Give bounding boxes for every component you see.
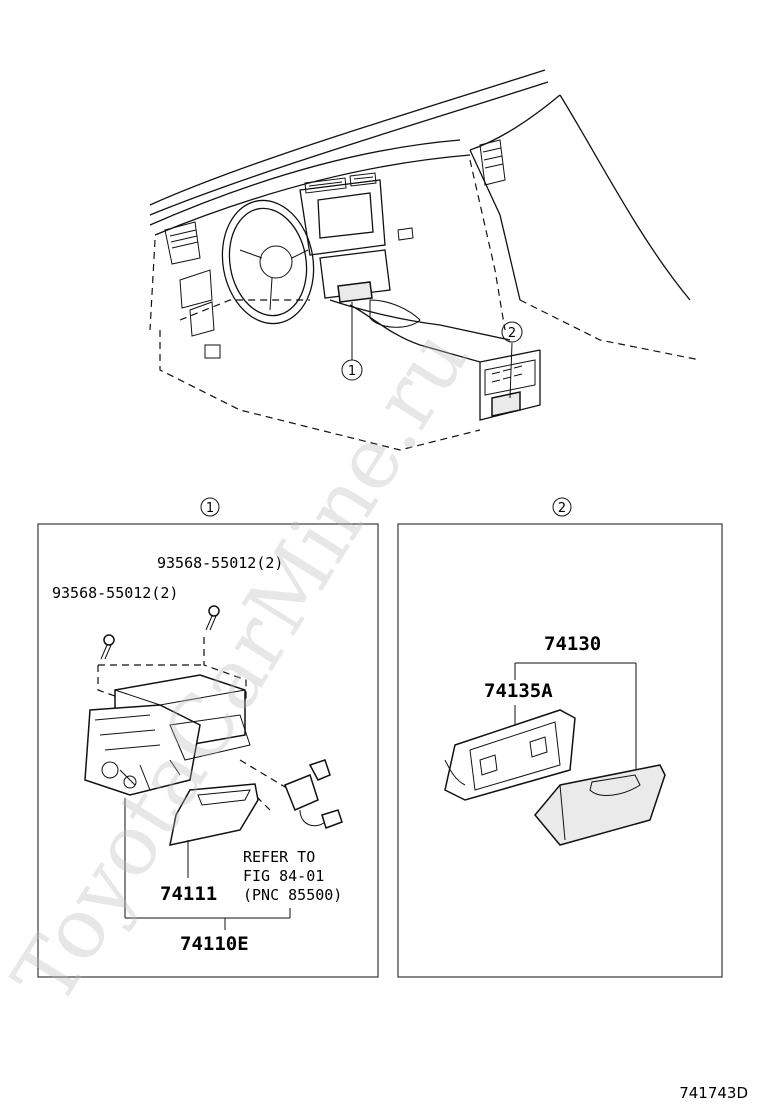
- box-assembly-74110e: [84, 674, 251, 796]
- refer-line-2: FIG 84-01: [243, 867, 324, 885]
- part-74110e-label: 74110E: [180, 933, 249, 955]
- panel-1-header: 1: [206, 501, 214, 516]
- panel-1: 1 93568-55012(2) 93568-55012(2): [37, 497, 379, 978]
- panel-2: 2 74130 74135A: [397, 497, 723, 978]
- panel-2-frame: [397, 523, 723, 978]
- dashboard-overview-illustration: 1 2: [149, 69, 701, 451]
- part-74135a-label: 74135A: [484, 680, 553, 702]
- switch-connector: [284, 759, 343, 829]
- overview-callout-1: 1: [348, 364, 356, 379]
- bolt-icon: [100, 605, 220, 660]
- diagram-code: 741743D: [679, 1084, 748, 1102]
- bezel-74135a: [444, 709, 576, 801]
- overview-callout-2: 2: [508, 326, 516, 341]
- tray-74130: [534, 764, 666, 846]
- bolt-left-label: 93568-55012(2): [52, 584, 178, 602]
- panel-2-header: 2: [558, 501, 566, 516]
- bolt-right-label: 93568-55012(2): [157, 554, 283, 572]
- refer-line-1: REFER TO: [243, 848, 315, 866]
- pocket-74111: [169, 783, 259, 846]
- part-74130-label: 74130: [544, 633, 601, 655]
- refer-line-3: (PNC 85500): [243, 886, 342, 904]
- watermark: ToyotaCarMine.ru: [0, 312, 487, 1020]
- part-74111-label: 74111: [160, 883, 217, 905]
- panel-1-frame: [37, 523, 379, 978]
